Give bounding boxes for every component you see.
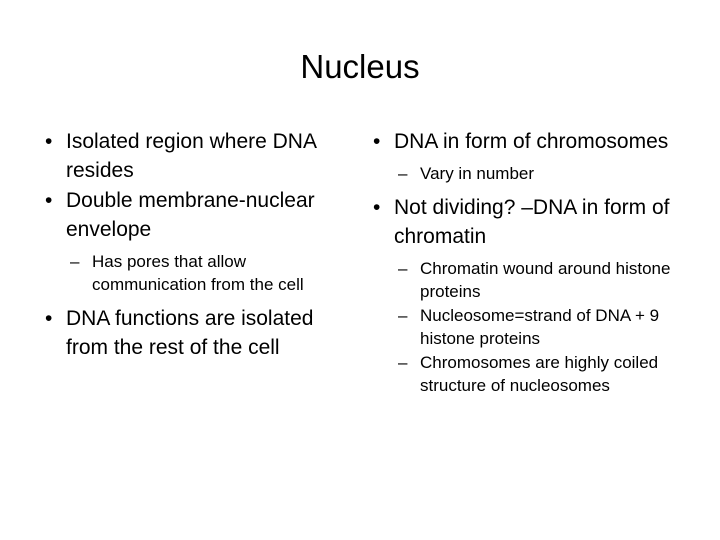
- bullet-dot-icon: •: [373, 130, 381, 153]
- right-column: • DNA in form of chromosomes – Vary in n…: [355, 127, 720, 405]
- sub-list-item-text: Has pores that allow communication from …: [92, 252, 304, 294]
- list-item: • Isolated region where DNA resides: [40, 127, 347, 185]
- sub-list-item: – Chromosomes are highly coiled structur…: [368, 351, 698, 397]
- list-item: • DNA functions are isolated from the re…: [40, 304, 347, 362]
- sub-list-item: – Nucleosome=strand of DNA + 9 histone p…: [368, 304, 698, 350]
- sub-list-item-text: Vary in number: [420, 164, 535, 183]
- left-column-list: • Isolated region where DNA resides • Do…: [40, 127, 347, 362]
- bullet-dash-icon: –: [398, 164, 408, 183]
- list-item: • DNA in form of chromosomes: [368, 127, 698, 156]
- sub-list-item-text: Nucleosome=strand of DNA + 9 histone pro…: [420, 306, 660, 348]
- bullet-dash-icon: –: [398, 353, 408, 372]
- sub-list-item: – Has pores that allow communication fro…: [40, 250, 347, 296]
- bullet-dot-icon: •: [373, 196, 381, 219]
- list-item-text: DNA functions are isolated from the rest…: [66, 307, 314, 359]
- list-item-text: Double membrane-nuclear envelope: [66, 189, 315, 241]
- list-item-text: Isolated region where DNA resides: [66, 130, 316, 182]
- bullet-dot-icon: •: [45, 130, 53, 153]
- right-column-list: • DNA in form of chromosomes – Vary in n…: [368, 127, 698, 397]
- bullet-dot-icon: •: [45, 189, 53, 212]
- list-item-text: Not dividing? –DNA in form of chromatin: [394, 196, 670, 248]
- left-column-sublist: – Has pores that allow communication fro…: [40, 250, 347, 296]
- sub-list-item: – Vary in number: [368, 162, 698, 185]
- right-column-sublist-1: – Vary in number: [368, 162, 698, 185]
- bullet-dash-icon: –: [70, 252, 80, 271]
- left-column: • Isolated region where DNA resides • Do…: [0, 127, 355, 363]
- list-item: • Not dividing? –DNA in form of chromati…: [368, 193, 698, 251]
- list-item-text: DNA in form of chromosomes: [394, 130, 669, 153]
- bullet-dot-icon: •: [45, 307, 53, 330]
- list-item: • Double membrane-nuclear envelope: [40, 186, 347, 244]
- sub-list-item-text: Chromosomes are highly coiled structure …: [420, 353, 659, 395]
- bullet-dash-icon: –: [398, 259, 408, 278]
- bullet-dash-icon: –: [398, 306, 408, 325]
- slide-body: • Isolated region where DNA resides • Do…: [0, 127, 720, 405]
- right-column-sublist-2: – Chromatin wound around histone protein…: [368, 257, 698, 397]
- sub-list-item-text: Chromatin wound around histone proteins: [420, 259, 671, 301]
- sub-list-item: – Chromatin wound around histone protein…: [368, 257, 698, 303]
- page-title: Nucleus: [300, 48, 420, 85]
